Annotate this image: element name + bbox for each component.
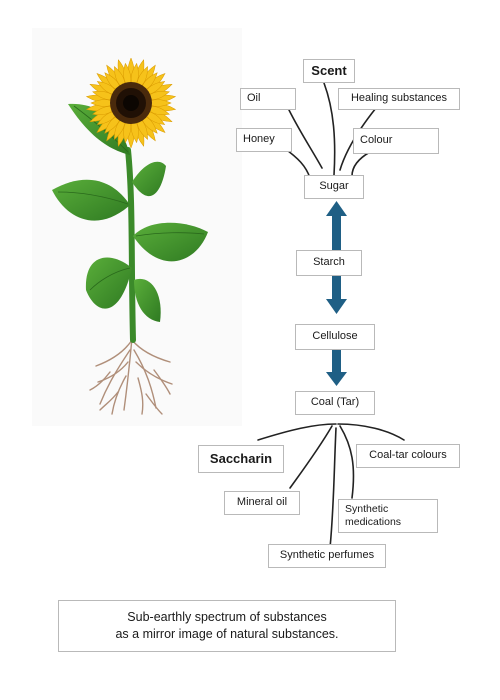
leaf <box>132 161 166 197</box>
petal <box>130 62 139 88</box>
petal <box>146 99 172 107</box>
label-saccharin: Saccharin <box>198 445 284 473</box>
petal <box>136 66 148 89</box>
petal <box>92 90 117 100</box>
arrow-head-up <box>326 201 347 216</box>
petal <box>96 111 118 125</box>
connector-oil-sugar <box>288 109 323 169</box>
label-coal-tar: Coal (Tar) <box>295 391 375 415</box>
petal <box>104 114 121 134</box>
leaf <box>134 278 161 322</box>
connector-scent-sugar <box>323 82 336 176</box>
label-synthetic-medications: Synthetic medications <box>338 499 438 533</box>
connector-honey-sugar <box>283 147 311 179</box>
leaf <box>52 179 130 221</box>
arrow-shaft-cellulose-coal <box>332 348 341 374</box>
arrow-head-coal <box>326 372 347 386</box>
roots <box>89 337 173 415</box>
connector-coal-mineraloil <box>289 425 333 489</box>
label-honey: Honey <box>236 128 292 152</box>
label-oil: Oil <box>240 88 296 110</box>
arrows <box>326 201 347 386</box>
label-colour: Colour <box>353 128 439 154</box>
label-starch: Starch <box>296 250 362 276</box>
sunflower-petals <box>85 57 177 149</box>
caption-line-2: as a mirror image of natural substances. <box>115 627 339 641</box>
leaf <box>133 222 208 262</box>
petal <box>123 118 132 144</box>
caption-box: Sub-earthly spectrum of substances as a … <box>58 600 396 652</box>
petal <box>96 81 118 95</box>
label-scent: Scent <box>303 59 355 83</box>
petal <box>123 62 132 88</box>
petal <box>145 106 170 116</box>
connectors <box>257 82 405 549</box>
petal <box>141 72 158 92</box>
sunflower-icon <box>52 57 208 415</box>
label-sugar: Sugar <box>304 175 364 199</box>
petal <box>114 117 126 140</box>
caption-line-1: Sub-earthly spectrum of substances <box>127 609 327 624</box>
petal <box>104 72 121 92</box>
label-healing-substances: Healing substances <box>338 88 460 110</box>
sunflower-disc-core <box>123 95 139 111</box>
petal <box>92 106 117 115</box>
label-cellulose: Cellulose <box>295 324 375 350</box>
connector-colour-sugar <box>351 151 371 177</box>
petal <box>90 99 116 107</box>
connector-coal-coaltar <box>337 423 405 441</box>
petal <box>114 66 126 89</box>
connector-coal-saccharin <box>257 423 337 441</box>
label-coal-tar-colours: Coal-tar colours <box>356 444 460 468</box>
petal <box>141 114 158 134</box>
petal <box>144 111 166 125</box>
petal <box>130 118 139 144</box>
connector-coal-perfumes <box>329 427 337 549</box>
petal <box>145 91 170 100</box>
petal <box>144 81 166 95</box>
label-synthetic-perfumes: Synthetic perfumes <box>268 544 386 568</box>
arrow-head-down <box>326 299 347 314</box>
stem <box>125 147 136 343</box>
label-mineral-oil: Mineral oil <box>224 491 300 515</box>
petal <box>136 117 148 140</box>
connector-coal-medications <box>339 425 355 499</box>
